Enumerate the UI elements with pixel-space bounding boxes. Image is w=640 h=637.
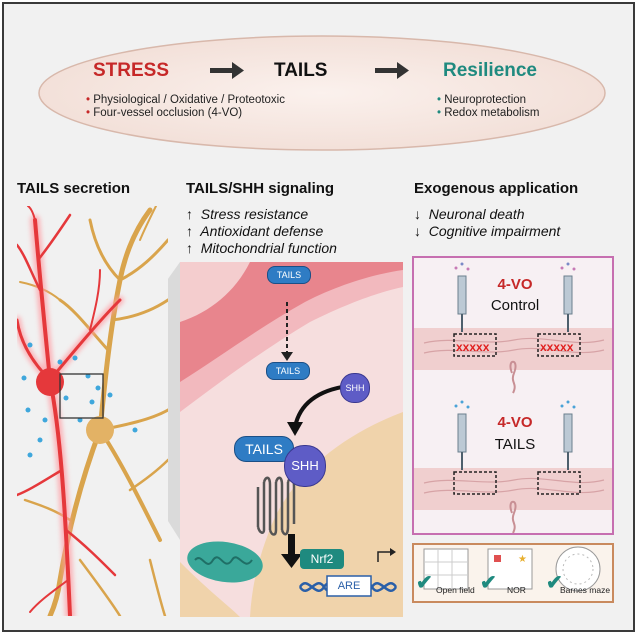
injection-syringe-icon xyxy=(560,262,576,332)
shh-molecule: SHH xyxy=(340,373,370,403)
secreted-tails-dots xyxy=(21,342,138,458)
resilience-label: Resilience xyxy=(443,60,537,81)
test-label-barnes-maze: Barnes maze xyxy=(560,585,611,595)
bullet-icon: • xyxy=(86,94,91,106)
effect-item: ↑ Antioxidant defense xyxy=(186,223,324,239)
mitochondrion xyxy=(187,541,263,583)
up-arrow-icon: ↑ xyxy=(186,206,193,222)
stress-item: • Physiological / Oxidative / Proteotoxi… xyxy=(86,94,285,106)
tails-bound: TAILS xyxy=(234,436,294,462)
brain-slices: xxxxx xxxxx xyxy=(414,262,612,533)
injection-syringe-icon xyxy=(454,400,470,470)
panel2-sub: TAILS xyxy=(494,436,536,453)
effect-item: ↓ Cognitive impairment xyxy=(414,223,561,239)
arrow-right-icon xyxy=(390,548,396,556)
effect-item: ↓ Neuronal death xyxy=(414,206,525,222)
up-arrow-icon: ↑ xyxy=(186,223,193,239)
astrocyte-soma xyxy=(86,416,114,444)
svg-text:★: ★ xyxy=(518,554,527,565)
down-arrow-icon: ↓ xyxy=(414,206,421,222)
summary-ellipse xyxy=(38,35,606,151)
arrow-down-icon xyxy=(287,422,303,436)
shh-bound: SHH xyxy=(284,445,326,487)
effect-item: ↑ Stress resistance xyxy=(186,206,309,222)
injection-syringe-icon xyxy=(454,262,470,332)
signaling-title: TAILS/SHH signaling xyxy=(186,180,335,197)
check-icon: ✔ xyxy=(416,572,433,594)
are-box xyxy=(326,575,372,597)
stress-list: • Physiological / Oxidative / Proteotoxi… xyxy=(86,94,285,119)
transcription-arrow xyxy=(377,551,392,562)
test-label-open-field: Open field xyxy=(436,585,475,595)
signaling-panel xyxy=(180,262,403,617)
effect-item: ↑ Mitochondrial function xyxy=(186,240,337,256)
svg-text:xxxxx: xxxxx xyxy=(456,340,490,354)
receptor-icon xyxy=(256,476,296,536)
brain-slice-tails xyxy=(414,468,612,533)
top-ellipse-graphic xyxy=(38,35,606,151)
target-cell-edge xyxy=(180,562,240,617)
panel1-label: 4-VO xyxy=(497,276,533,293)
test-label-nor: NOR xyxy=(507,585,526,595)
arrow-down-icon xyxy=(281,554,302,568)
arrow-right-icon xyxy=(375,62,409,79)
are-label: ARE xyxy=(337,580,361,592)
svg-text:xxxxx: xxxxx xyxy=(540,340,574,354)
nor-icon: ★ xyxy=(487,548,533,590)
zoom-box xyxy=(59,373,104,419)
nrf2-label: Nrf2 xyxy=(300,549,344,569)
exogenous-effects: ↓ Neuronal death ↓ Cognitive impairment xyxy=(414,206,560,239)
barnes-maze-icon xyxy=(555,546,601,592)
resilience-item: • Redox metabolism xyxy=(437,107,540,119)
injection-syringe-icon xyxy=(560,400,576,470)
resilience-item: • Neuroprotection xyxy=(437,94,527,106)
bullet-icon: • xyxy=(437,107,442,119)
neuron-soma xyxy=(36,368,64,396)
check-icon: ✔ xyxy=(480,572,497,594)
secretion-title: TAILS secretion xyxy=(17,180,131,197)
panel1-sub: Control xyxy=(490,297,540,314)
open-field-icon xyxy=(423,548,469,590)
down-arrow-icon: ↓ xyxy=(414,223,421,239)
exogenous-title: Exogenous application xyxy=(414,180,579,197)
arrow-down-icon xyxy=(281,352,293,361)
tails-label: TAILS xyxy=(274,60,328,81)
stress-label: STRESS xyxy=(93,60,170,81)
brain-slice-control: xxxxx xxxxx xyxy=(414,328,612,394)
astrocyte xyxy=(19,206,168,616)
arrow-right-icon xyxy=(210,62,244,79)
bullet-icon: • xyxy=(437,94,442,106)
bullet-icon: • xyxy=(86,107,91,119)
arrow-shaft xyxy=(288,534,295,556)
target-cell xyxy=(250,412,403,617)
tails-molecule: TAILS xyxy=(267,266,311,284)
panel2-label: 4-VO xyxy=(497,414,533,431)
signaling-effects: ↑ Stress resistance ↑ Antioxidant defens… xyxy=(186,206,337,256)
tails-molecule: TAILS xyxy=(266,362,310,380)
cell-upper xyxy=(180,262,403,382)
stress-item: • Four-vessel occlusion (4-VO) xyxy=(86,107,243,119)
up-arrow-icon: ↑ xyxy=(186,240,193,256)
check-icon: ✔ xyxy=(546,572,563,594)
resilience-list: • Neuroprotection • Redox metabolism xyxy=(437,94,539,119)
behavior-tests-icons: ★ ✔ ✔ ✔ xyxy=(416,546,601,594)
mito-stripe xyxy=(180,262,250,322)
